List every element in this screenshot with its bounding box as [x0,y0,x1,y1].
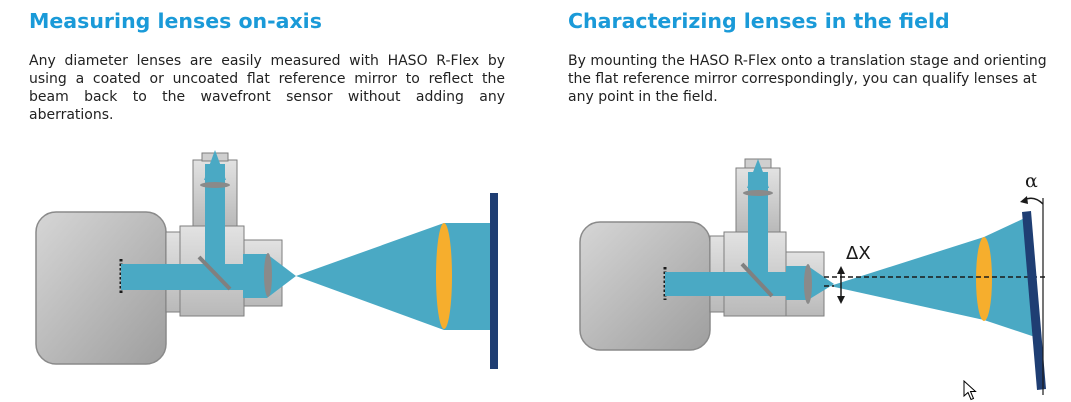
source-lens [200,182,230,188]
field-diagram: ΔX α [579,158,1048,395]
angle-label: α [1025,170,1038,192]
diverging-beam [296,223,444,330]
double-arrow-icon [837,266,845,304]
reference-mirror [490,193,498,369]
reference-mirror [1022,211,1046,390]
beamsplitter [197,255,232,291]
left-panel: Measuring lenses on-axis Any diameter le… [0,0,520,402]
source-lens [743,190,773,196]
vertical-beam [205,164,225,266]
test-lens [436,223,452,329]
left-description: Any diameter lenses are easily measured … [29,53,505,123]
diverging-beam [830,237,984,320]
right-description: By mounting the HASO R-Flex onto a trans… [568,53,1047,105]
shift-label: ΔX [846,243,871,264]
beam-tip [747,159,769,188]
horizontal-beam [121,264,243,290]
collimating-lens [804,264,812,304]
on-axis-diagram [35,150,498,369]
rotation-arrow-icon [1020,196,1044,205]
test-lens [976,237,992,321]
collimating-lens [264,253,272,297]
beam-tip [204,150,226,180]
cursor-arrow-icon [963,380,977,401]
vertical-beam [748,172,768,272]
left-heading: Measuring lenses on-axis [29,9,322,33]
right-heading: Characterizing lenses in the field [568,9,950,33]
beamsplitter [740,262,774,298]
right-panel: Characterizing lenses in the field By mo… [538,0,1058,402]
